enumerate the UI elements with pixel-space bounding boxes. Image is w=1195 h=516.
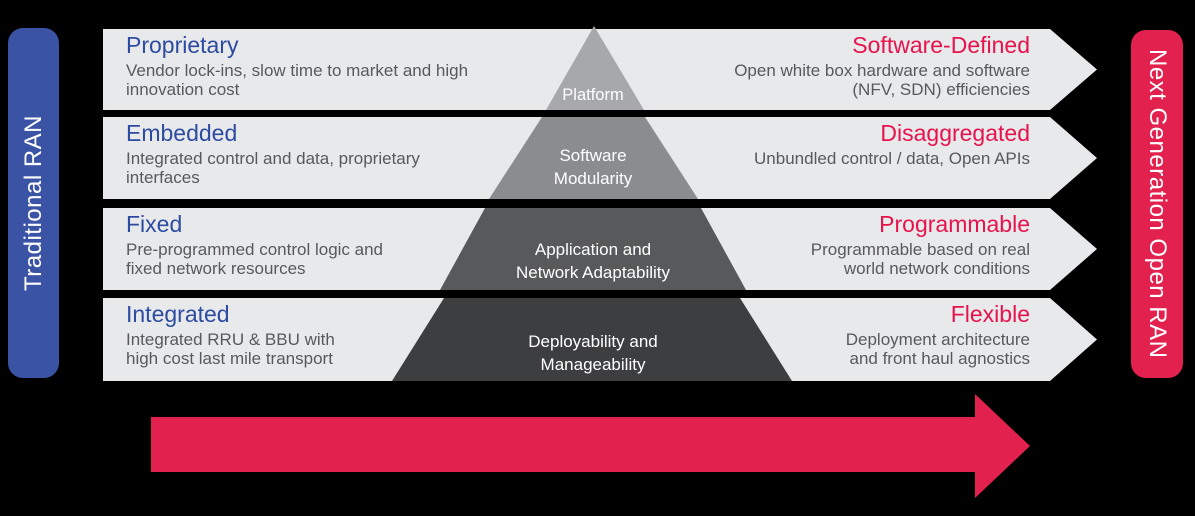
next-gen-open-ran-label: Next Generation Open RAN xyxy=(1144,49,1171,359)
pyramid-label-network-adaptability: Application and Network Adaptability xyxy=(515,240,671,282)
row1-right-description: Open white box hardware and software (NF… xyxy=(734,61,1030,99)
forward-arrow-icon xyxy=(151,394,1030,498)
row1-traditional-cell: Proprietary Vendor lock-ins, slow time t… xyxy=(126,32,496,99)
row3-openran-cell: Programmable Programmable based on real … xyxy=(660,211,1030,278)
row2-left-title: Embedded xyxy=(126,120,238,146)
row3-traditional-cell: Fixed Pre-programmed control logic and f… xyxy=(126,211,496,278)
row3-right-title: Programmable xyxy=(879,211,1030,237)
row4-openran-cell: Flexible Deployment architecture and fro… xyxy=(660,301,1030,368)
row4-right-title: Flexible xyxy=(950,301,1030,327)
row4-left-title: Integrated xyxy=(126,301,230,327)
row3-left-title: Fixed xyxy=(126,211,183,237)
row4-traditional-cell: Integrated Integrated RRU & BBU with hig… xyxy=(126,301,496,368)
row2-right-description: Unbundled control / data, Open APIs xyxy=(754,149,1030,168)
row2-traditional-cell: Embedded Integrated control and data, pr… xyxy=(126,120,496,187)
row2-right-title: Disaggregated xyxy=(880,120,1030,146)
row2-left-description: Integrated control and data, proprietary… xyxy=(126,149,420,187)
row1-left-title: Proprietary xyxy=(126,32,239,58)
pyramid-segment-deployability xyxy=(392,298,792,381)
row1-right-title: Software-Defined xyxy=(852,32,1030,58)
pyramid-segment-network-adaptability xyxy=(440,208,746,290)
pyramid-label-deployability: Deployability and Manageability xyxy=(528,332,658,374)
row3-left-description: Pre-programmed control logic and fixed n… xyxy=(126,240,384,278)
pyramid-label-software-modularity: Software Modularity xyxy=(553,146,633,188)
next-gen-open-ran-bar: Next Generation Open RAN xyxy=(1131,30,1183,378)
row3-right-description: Programmable based on real world network… xyxy=(810,240,1030,278)
traditional-ran-label: Traditional RAN xyxy=(19,114,47,291)
row1-openran-cell: Software-Defined Open white box hardware… xyxy=(660,32,1030,99)
row1-left-description: Vendor lock-ins, slow time to market and… xyxy=(126,61,469,99)
traditional-ran-bar: Traditional RAN xyxy=(8,28,59,378)
row2-openran-cell: Disaggregated Unbundled control / data, … xyxy=(660,120,1030,168)
pyramid-label-platform: Platform xyxy=(562,86,624,104)
row4-right-description: Deployment architecture and front haul a… xyxy=(845,330,1030,368)
row4-left-description: Integrated RRU & BBU with high cost last… xyxy=(126,330,335,368)
